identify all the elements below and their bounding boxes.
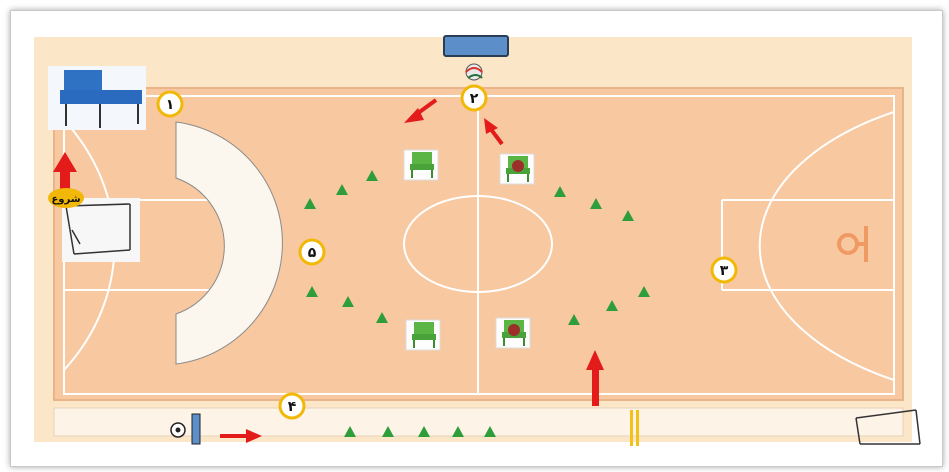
start-label: شروع	[51, 194, 80, 205]
volleyball-icon	[466, 64, 482, 80]
station-label-2: ٢	[462, 86, 486, 110]
station-number: ۵	[308, 245, 317, 261]
station-label-3: ٣	[712, 258, 736, 282]
station-number: ۴	[288, 399, 297, 415]
pole-icon	[630, 410, 633, 446]
arrow-icon	[220, 434, 248, 438]
chair-icon	[404, 150, 438, 180]
soccer-goal-icon	[62, 198, 140, 262]
station-number: ٣	[720, 263, 729, 279]
chair-icon	[496, 318, 530, 348]
chair-icon	[406, 320, 440, 350]
station-label-5: ۵	[300, 240, 324, 264]
station-number: ٢	[470, 91, 479, 107]
pole-icon	[636, 410, 639, 446]
station-number: ١	[166, 97, 175, 113]
start-badge: شروع	[48, 188, 84, 208]
station-label-4: ۴	[280, 394, 304, 418]
station-label-1: ١	[158, 92, 182, 116]
pole-icon	[192, 414, 200, 444]
top-goal	[444, 36, 508, 56]
ping-pong-table-icon	[48, 66, 146, 130]
chair-icon	[500, 154, 534, 184]
arrow-icon	[592, 368, 599, 406]
